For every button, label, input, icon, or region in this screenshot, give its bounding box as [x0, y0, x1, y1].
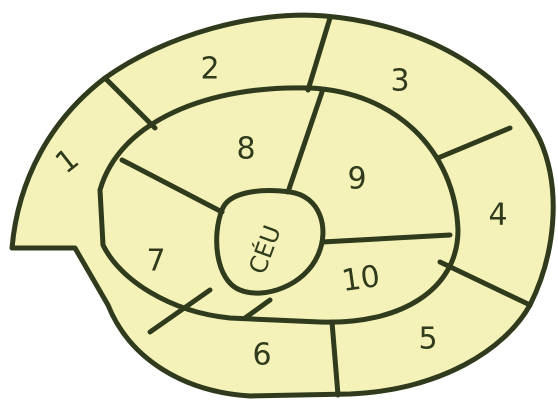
cell-label-3: 3: [390, 64, 409, 99]
cell-label-10: 10: [340, 259, 383, 299]
cell-label-2: 2: [200, 52, 219, 87]
cell-label-8: 8: [236, 132, 255, 167]
cell-label-5: 5: [418, 322, 437, 357]
cell-label-4: 4: [488, 198, 507, 233]
cell-label-6: 6: [252, 338, 271, 373]
cell-label-9: 9: [347, 162, 366, 197]
cell-label-7: 7: [146, 244, 165, 279]
